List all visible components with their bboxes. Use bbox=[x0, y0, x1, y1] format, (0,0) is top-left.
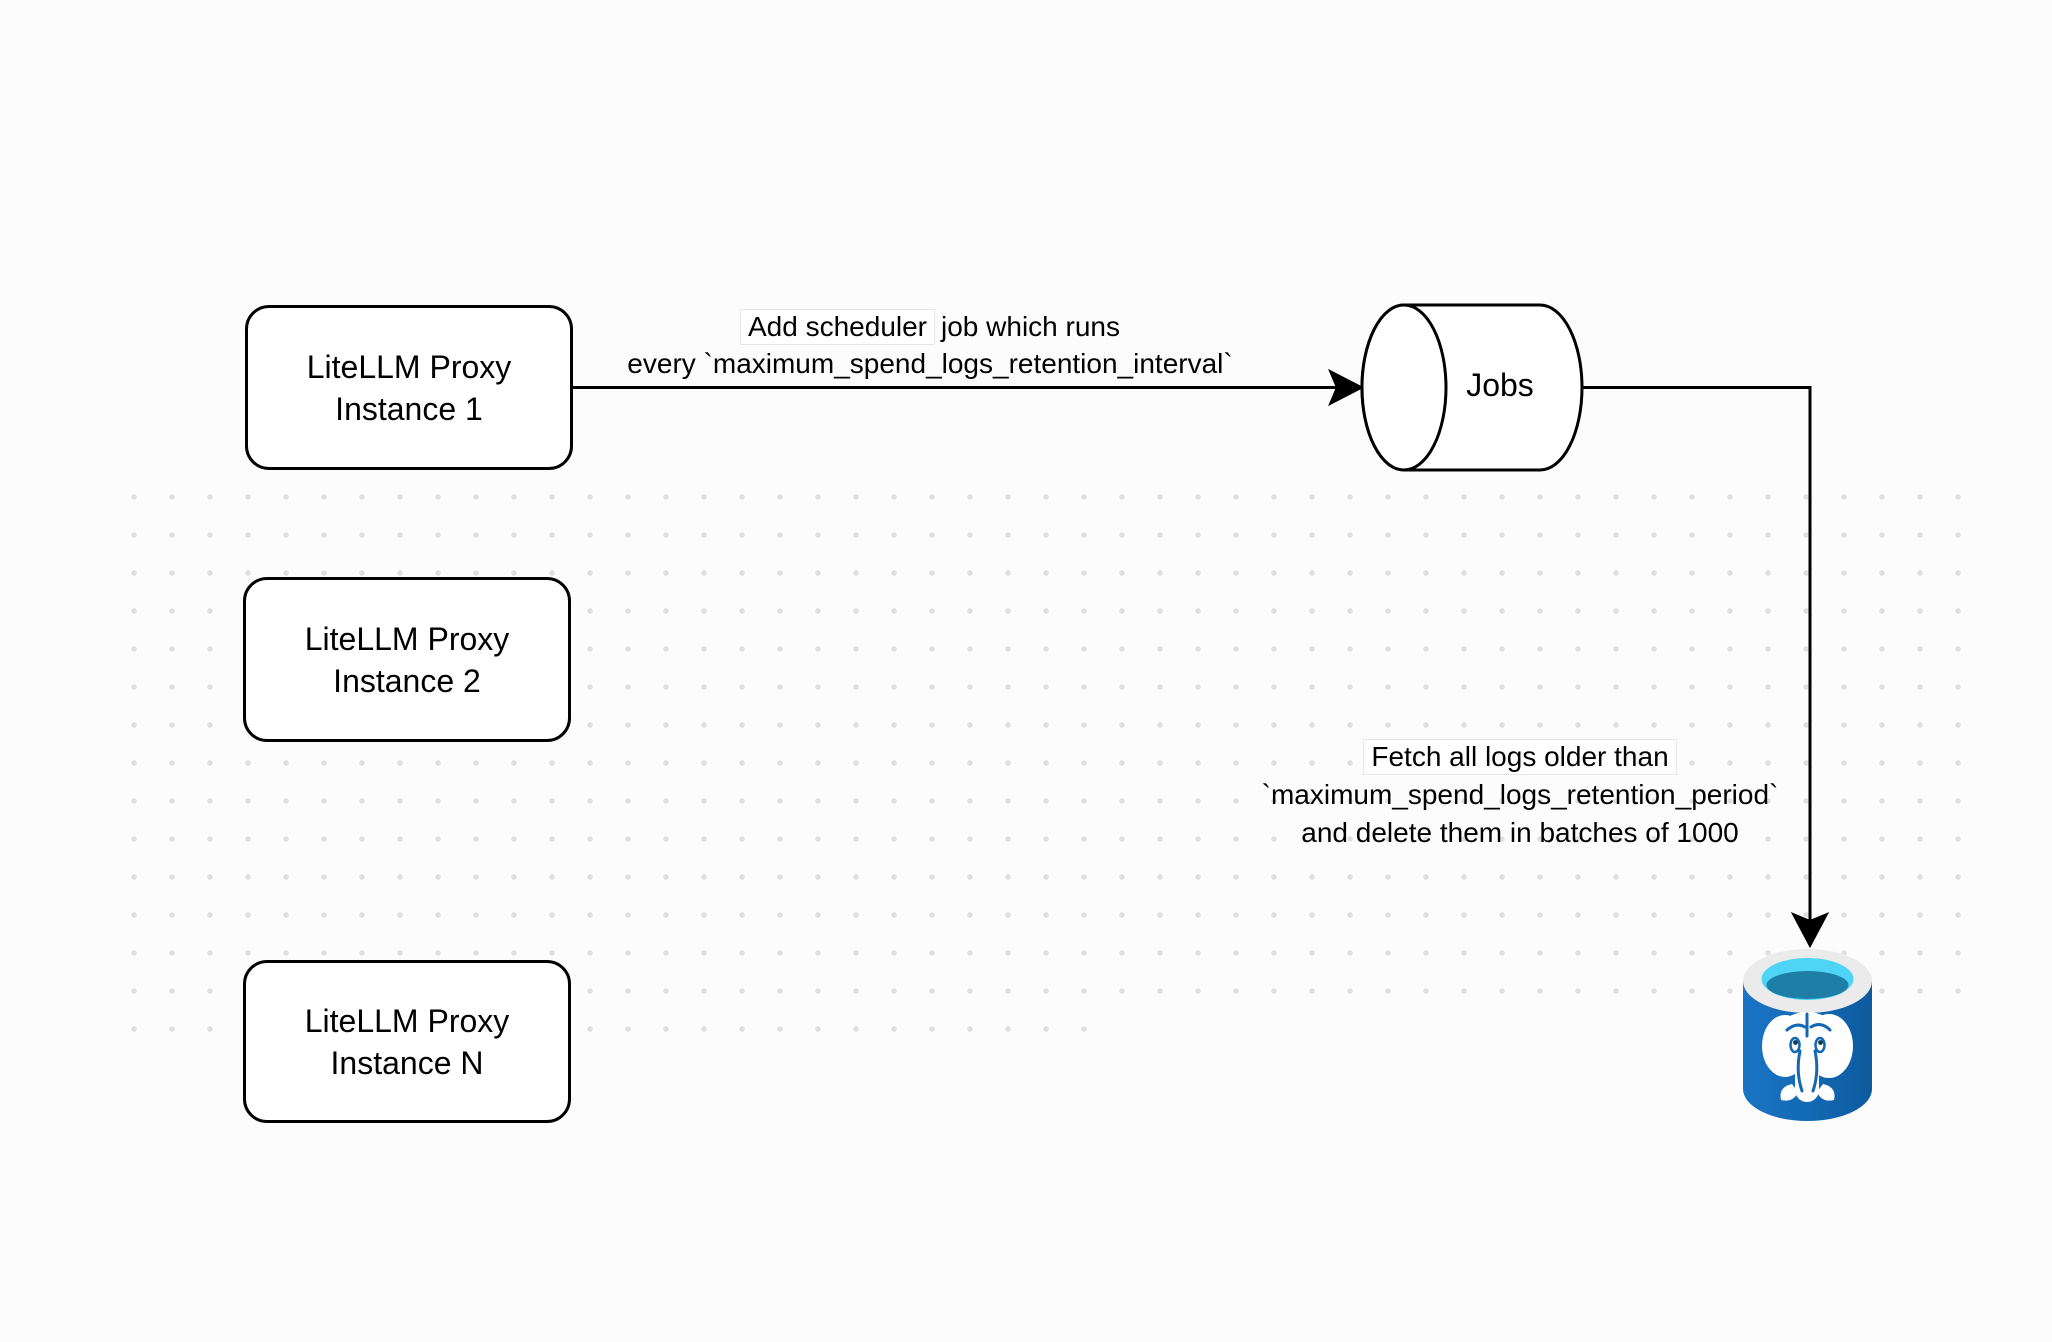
postgres-elephant bbox=[1762, 1012, 1853, 1102]
node-label-line: LiteLLM Proxy bbox=[306, 348, 512, 385]
jobs-cylinder bbox=[1360, 303, 1584, 472]
edge-label-line-1: Fetch all logs older than bbox=[1220, 738, 1820, 776]
postgres-top-water-shadow bbox=[1766, 971, 1849, 999]
node-litellm-proxy-instance-2: LiteLLM Proxy Instance 2 bbox=[243, 577, 571, 742]
node-litellm-proxy-instance-1: LiteLLM Proxy Instance 1 bbox=[245, 305, 573, 470]
node-label-line: Instance 1 bbox=[335, 390, 483, 427]
node-litellm-proxy-instance-n: LiteLLM Proxy Instance N bbox=[243, 960, 571, 1123]
node-label-line: Instance N bbox=[330, 1044, 484, 1081]
edge-label-text: job which runs bbox=[941, 311, 1120, 342]
jobs-cylinder-rim bbox=[1360, 303, 1448, 472]
elephant-right-eye bbox=[1814, 1036, 1826, 1054]
edge-label-line-3: and delete them in batches of 1000 bbox=[1301, 817, 1739, 848]
edge-label-boxed-text: Fetch all logs older than bbox=[1363, 739, 1677, 775]
jobs-cylinder-label: Jobs bbox=[1466, 367, 1534, 403]
edge-label-line-2: `maximum_spend_logs_retention_period` bbox=[1261, 779, 1779, 810]
edge-jobs-to-postgres bbox=[1582, 386, 1812, 920]
node-label-line: LiteLLM Proxy bbox=[304, 620, 510, 657]
arrowhead-into-jobs bbox=[1327, 368, 1365, 407]
arrowhead-into-postgres bbox=[1790, 912, 1830, 949]
postgresql-database-icon bbox=[1743, 949, 1872, 1121]
edge-label-fetch-logs: Fetch all logs older than `maximum_spend… bbox=[1220, 738, 1820, 852]
node-label-line: Instance 2 bbox=[333, 662, 481, 699]
edge-label-boxed-text: Add scheduler bbox=[740, 309, 936, 345]
elephant-left-eye bbox=[1789, 1036, 1801, 1054]
node-label-line: LiteLLM Proxy bbox=[304, 1002, 510, 1039]
edge-label-line-2: every `maximum_spend_logs_retention_inte… bbox=[627, 348, 1233, 379]
